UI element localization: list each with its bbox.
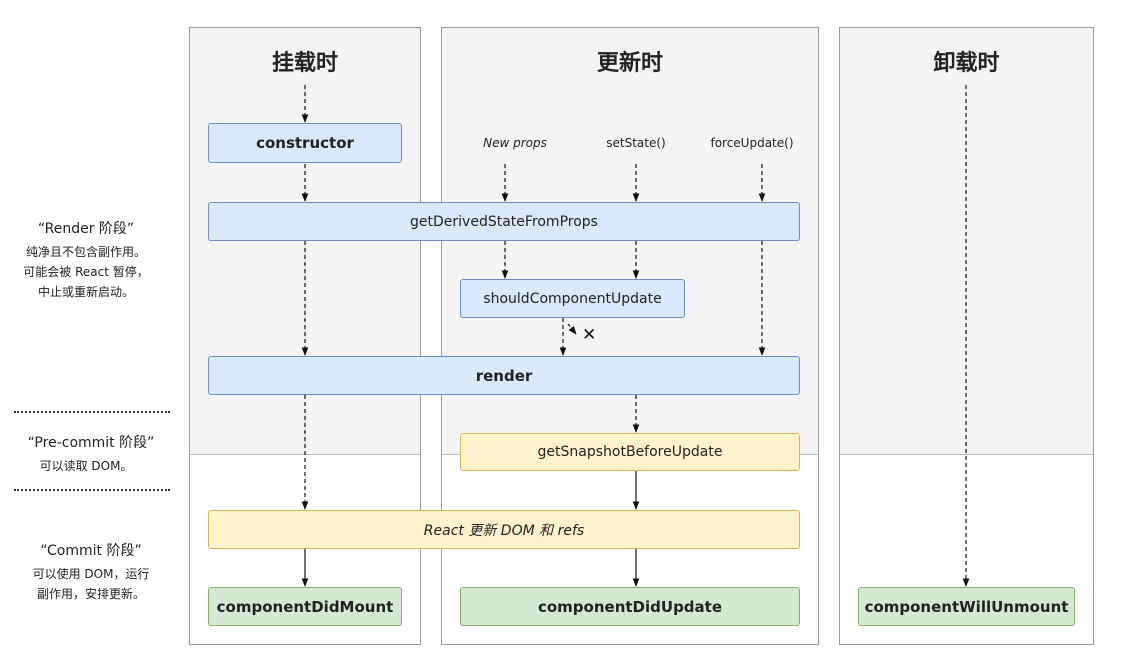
render-box: render xyxy=(208,356,800,395)
arrow-scu-cancel xyxy=(567,323,577,335)
react-updates-dom-box: React 更新 DOM 和 refs xyxy=(208,510,800,549)
constructor-box: constructor xyxy=(208,123,402,163)
render-phase-desc-line-1: 纯净且不包含副作用。 xyxy=(25,245,146,259)
precommit-phase-desc-line-1: 可以读取 DOM。 xyxy=(39,459,133,473)
render-phase-desc-line-3: 中止或重新启动。 xyxy=(37,285,134,299)
mount-column-title: 挂载时 xyxy=(271,51,338,76)
new-props-label: New props xyxy=(483,136,547,150)
get-snapshot-before-update-box: getSnapshotBeforeUpdate xyxy=(460,433,800,471)
render-phase-desc-line-2: 可能会被 React 暂停， xyxy=(23,265,149,279)
cancel-icon: ✕ xyxy=(582,325,597,345)
component-will-unmount-box: componentWillUnmount xyxy=(858,587,1075,626)
update-column-title: 更新时 xyxy=(596,51,663,76)
commit-phase-title: “Commit 阶段” xyxy=(40,543,142,559)
unmount-column-title: 卸载时 xyxy=(933,51,1000,76)
component-did-update-box: componentDidUpdate xyxy=(460,587,800,626)
set-state-label: setState() xyxy=(606,136,666,150)
force-update-label: forceUpdate() xyxy=(710,136,794,150)
get-derived-state-from-props-box: getDerivedStateFromProps xyxy=(208,202,800,241)
render-phase-title: “Render 阶段” xyxy=(37,221,135,237)
commit-phase-desc-line-2: 副作用，安排更新。 xyxy=(36,587,145,601)
commit-phase-desc-line-1: 可以使用 DOM，运行 xyxy=(32,567,150,581)
phase-separator xyxy=(14,489,170,491)
should-component-update-box: shouldComponentUpdate xyxy=(460,279,685,318)
component-did-mount-box: componentDidMount xyxy=(208,587,402,626)
phase-separator xyxy=(14,411,170,413)
precommit-phase-title: “Pre-commit 阶段” xyxy=(27,435,155,451)
